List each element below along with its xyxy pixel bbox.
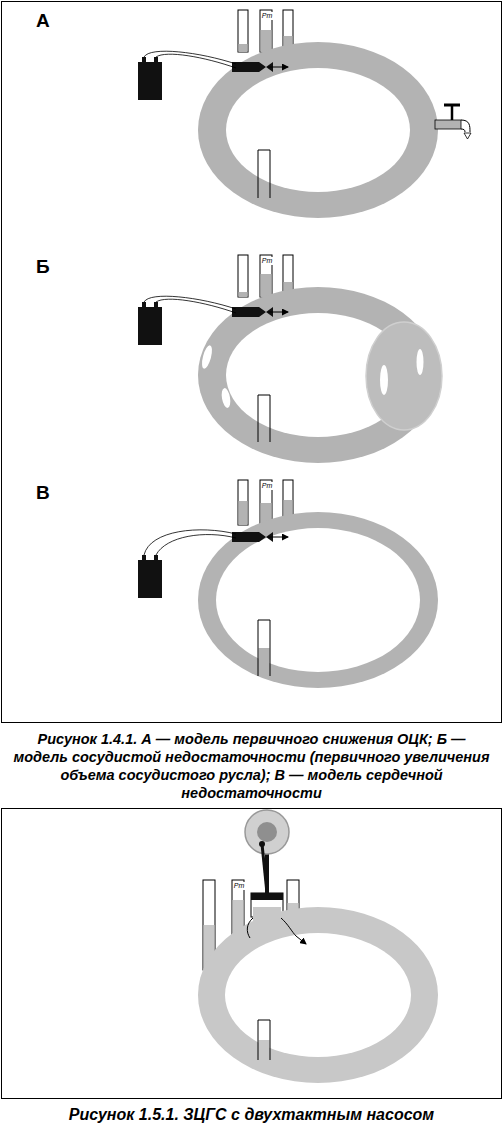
figure-caption: Рисунок 1.4.1. А — модель первичного сни… bbox=[10, 730, 493, 802]
panel-b bbox=[138, 255, 442, 463]
two-stroke-pump-model bbox=[198, 810, 438, 1083]
figure-caption: Рисунок 1.5.1. ЗЦГС с двухтактным насосо… bbox=[10, 1105, 493, 1125]
pressure-mark: Pт bbox=[233, 882, 246, 890]
panel-letter: Б bbox=[36, 256, 50, 278]
pressure-mark: Pт bbox=[261, 482, 274, 490]
pressure-mark: Pт bbox=[261, 257, 274, 265]
panel-a bbox=[138, 10, 471, 218]
panel-v bbox=[138, 480, 438, 688]
panel-letter: А bbox=[36, 10, 50, 32]
panel-letter: В bbox=[36, 482, 50, 504]
pressure-mark: Pт bbox=[261, 12, 274, 20]
